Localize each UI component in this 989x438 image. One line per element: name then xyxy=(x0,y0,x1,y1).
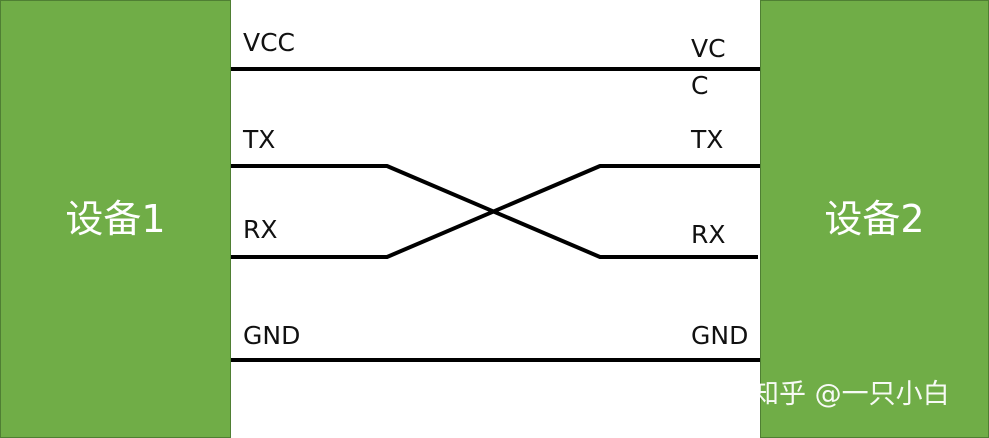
rx-to-tx-wire xyxy=(231,164,760,259)
device-1-label: 设备1 xyxy=(65,197,166,241)
pin-label-left-rx: RX xyxy=(243,215,278,244)
pin-label-right-tx: TX xyxy=(691,125,724,154)
pin-label-right-rx: RX xyxy=(691,220,726,249)
watermark: 知乎 @一只小白 xyxy=(752,379,950,410)
pin-label-left-tx: TX xyxy=(243,125,276,154)
device-2-label: 设备2 xyxy=(824,197,925,241)
pin-label-right-gnd: GND xyxy=(691,321,749,350)
pin-label-right-vcc: VCC xyxy=(691,34,726,100)
pin-label-left-gnd: GND xyxy=(243,321,301,350)
pin-label-left-vcc: VCC xyxy=(243,28,296,57)
device-1-box: 设备1 xyxy=(0,0,231,438)
